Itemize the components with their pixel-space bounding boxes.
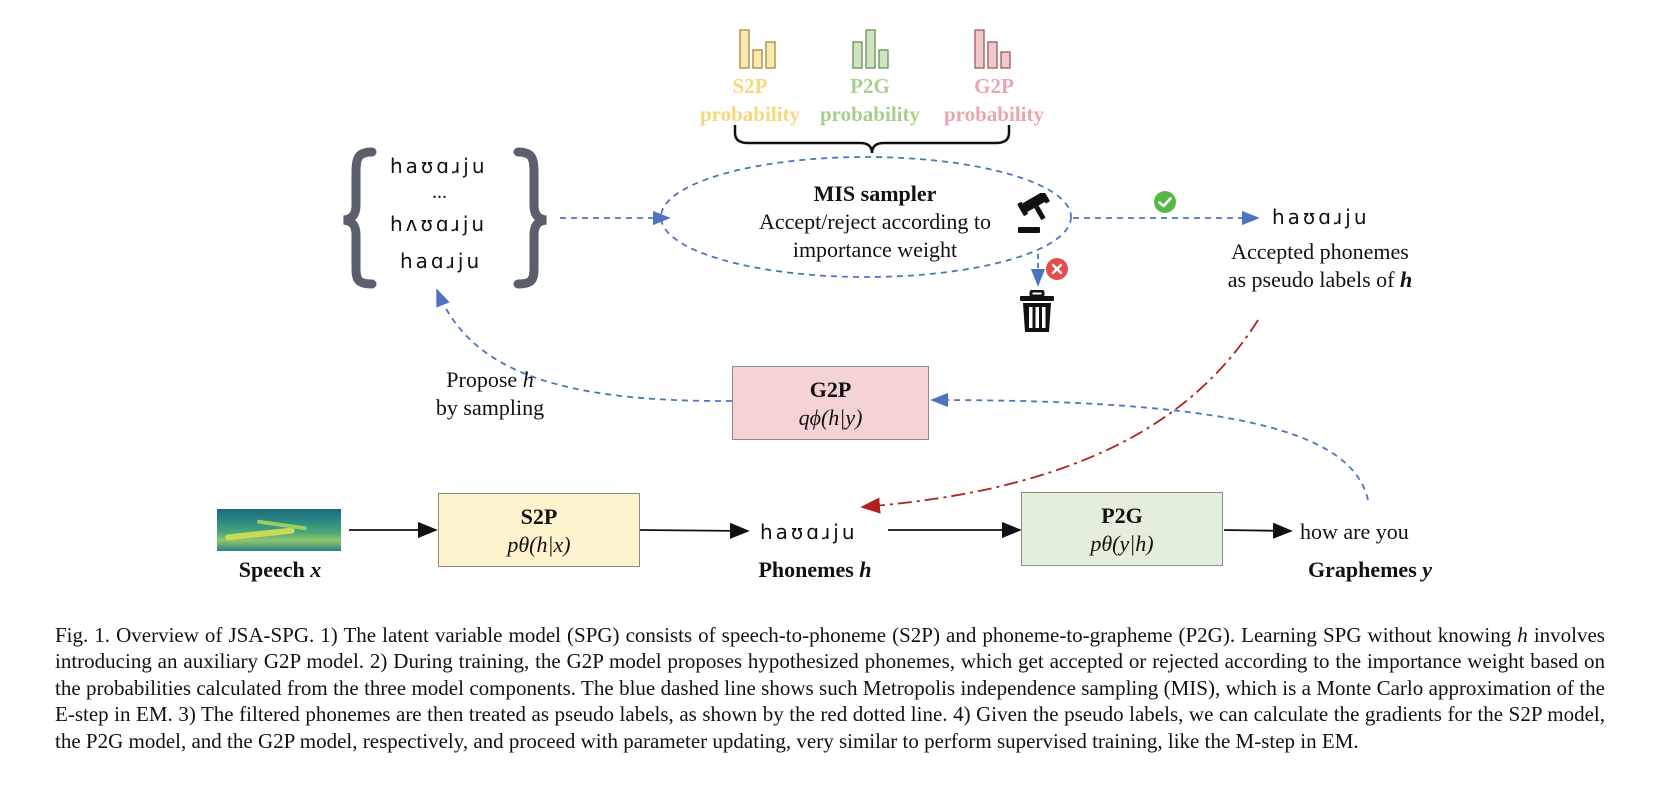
- arrow-pseudo-label: [860, 319, 1259, 514]
- phoneme-sequence: haʊɑɹju: [760, 520, 858, 544]
- mis-line1: Accept/reject according to: [758, 209, 992, 234]
- p2g-title: P2G: [1101, 503, 1143, 528]
- g2p-title: G2P: [809, 377, 852, 402]
- grapheme-sequence: how are you: [1300, 519, 1409, 544]
- reject-cross-icon: [1046, 258, 1068, 280]
- p2g-model-box: P2G pθ(y|h): [1021, 492, 1223, 566]
- mis-line2: importance weight: [792, 237, 958, 262]
- left-brace: [343, 147, 377, 289]
- accepted-phonemes: haʊɑɹju: [1272, 205, 1370, 229]
- candidate-phonemes-2: hʌʊɑɹju: [390, 212, 488, 236]
- figure-caption: Fig. 1. Overview of JSA-SPG. 1) The late…: [55, 623, 1605, 753]
- speech-label: Speech x: [238, 557, 322, 582]
- candidate-phonemes-1: haʊɑɹju: [390, 154, 488, 178]
- probability-brace: [733, 125, 1011, 154]
- g2p-model-box: G2P qϕ(h|y): [732, 366, 929, 440]
- accepted-line1: Accepted phonemes: [1231, 239, 1409, 264]
- right-brace: [513, 147, 547, 289]
- propose-line1: Propose h: [446, 367, 534, 392]
- accept-check-icon: [1154, 191, 1176, 213]
- spectrogram-image: [217, 509, 341, 551]
- graphemes-label: Graphemes y: [1307, 557, 1433, 582]
- p2g-formula: pθ(y|h): [1090, 531, 1154, 556]
- phonemes-label: Phonemes h: [758, 557, 872, 582]
- p2g-bar-chart-icon: [852, 29, 889, 69]
- propose-line2: by sampling: [435, 395, 545, 420]
- gavel-icon: [1017, 193, 1050, 233]
- g2p-bar-chart-icon: [974, 29, 1011, 69]
- mis-sampler-text: MIS sampler Accept/reject according to i…: [730, 180, 1020, 264]
- s2p-formula: pθ(h|x): [507, 532, 571, 557]
- propose-label: Propose h by sampling: [415, 366, 565, 422]
- arrow-graphemes-to-g2p: [930, 392, 1369, 501]
- s2p-model-box: S2P pθ(h|x): [438, 493, 640, 567]
- arrow-s2p-to-phonemes: [639, 522, 750, 539]
- accepted-caption: Accepted phonemes as pseudo labels of h: [1195, 238, 1445, 294]
- mis-title: MIS sampler: [813, 181, 937, 206]
- candidate-ellipsis: ...: [432, 181, 447, 203]
- s2p-bar-chart-icon: [739, 29, 776, 69]
- arrow-p2g-to-graphemes: [1223, 522, 1293, 539]
- candidate-phonemes-3: haɑɹju: [400, 249, 483, 273]
- g2p-formula: qϕ(h|y): [798, 405, 863, 430]
- mis-sampler-ellipse: [660, 156, 1072, 278]
- s2p-title: S2P: [520, 504, 558, 529]
- arrow-g2p-to-candidates: [436, 288, 733, 402]
- trash-icon: [1020, 290, 1054, 332]
- accepted-line2: as pseudo labels of h: [1227, 267, 1413, 292]
